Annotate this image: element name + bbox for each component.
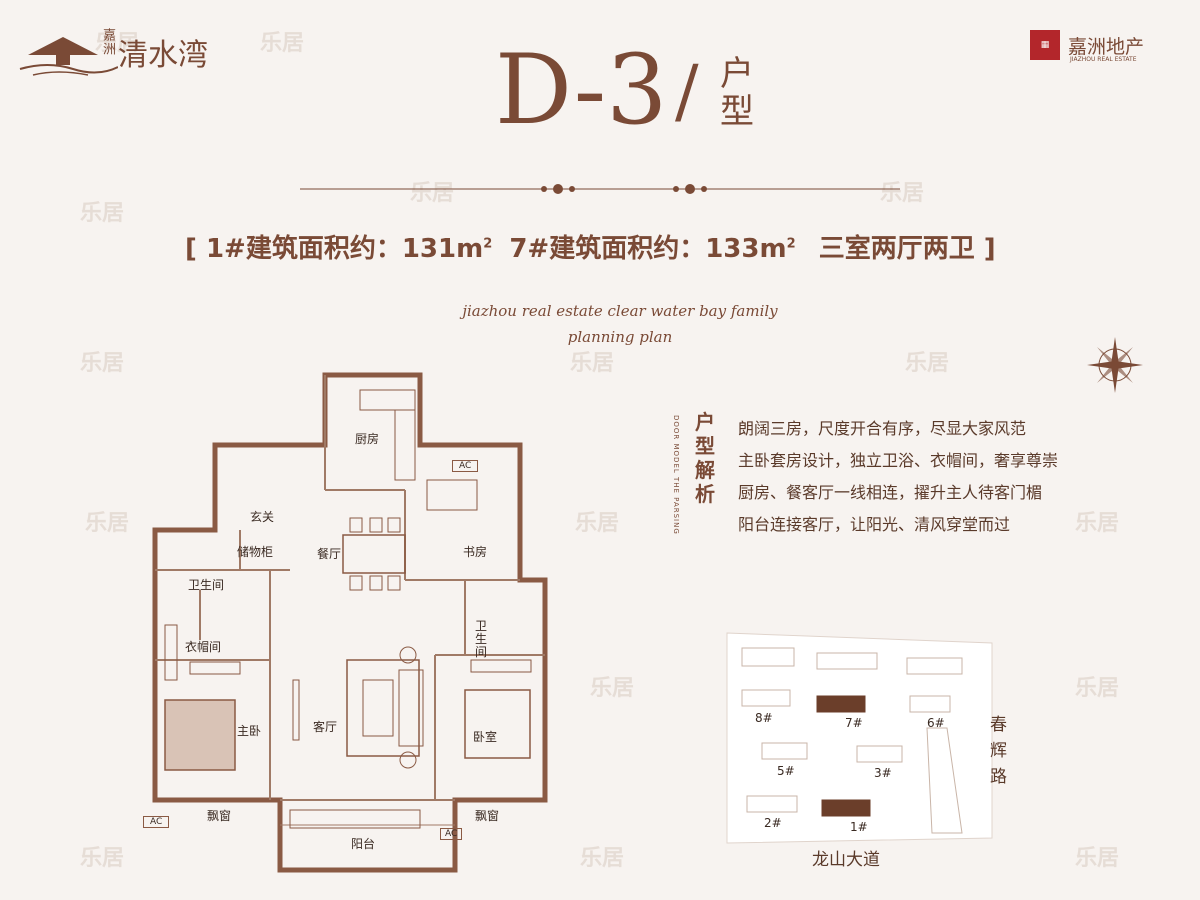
ac-unit: AC [143, 816, 170, 828]
building-7-area: 133 [705, 234, 760, 264]
building-8: 8# [755, 711, 773, 725]
room-storage: 储物柜 [237, 545, 274, 559]
developer-en: JIAZHOU REAL ESTATE [1070, 56, 1137, 63]
feature-item: 厨房、餐客厅一线相连，擢升主人待客门楣 [738, 483, 1043, 502]
building-5: 5# [777, 764, 795, 778]
room-entry: 玄关 [250, 510, 275, 524]
compass-icon [1087, 337, 1143, 393]
area-unit-sup: 2 [483, 236, 493, 252]
room-study: 书房 [463, 545, 488, 559]
area-info: [ 1#建筑面积约：131m2 7#建筑面积约：133m2 三室两厅两卫 ] [185, 228, 1015, 265]
seal-icon: ▦ [1030, 30, 1060, 60]
building-6: 6# [927, 716, 945, 730]
building-3: 3# [874, 766, 892, 780]
watermark: 乐居 [905, 351, 950, 376]
building-7-label: 7#建筑面积约： [509, 234, 706, 264]
watermark: 乐居 [570, 351, 615, 376]
watermark: 乐居 [1075, 676, 1120, 701]
area-unit: m [759, 234, 787, 264]
bracket-open: [ [185, 234, 197, 264]
watermark: 乐居 [1075, 511, 1120, 536]
road-chunhui: 春辉路 [990, 715, 1007, 787]
watermark: 乐居 [95, 31, 140, 56]
site-plan: 8# 7# 6# 5# 3# 2# 1# [722, 628, 1012, 853]
english-line-2: planning plan [567, 328, 673, 346]
ac-unit: AC [452, 460, 479, 472]
road-longshan: 龙山大道 [812, 850, 880, 870]
pavilion-icon [19, 37, 118, 76]
room-kitchen: 厨房 [355, 432, 380, 446]
feature-item: 主卧套房设计，独立卫浴、衣帽间，奢享尊崇 [738, 451, 1059, 470]
project-name: 清水湾 [118, 38, 208, 73]
english-subtitle: jiazhou real estate clear water bay fami… [430, 298, 810, 350]
ac-unit: AC [440, 828, 463, 840]
watermark: 乐居 [1075, 846, 1120, 871]
feature-item: 朗阔三房，尺度开合有序，尽显大家风范 [738, 419, 1027, 438]
watermark: 乐居 [80, 846, 125, 871]
analysis-title: 户型解析 [695, 410, 715, 506]
unit-code: D-3 [495, 34, 668, 146]
watermark: 乐居 [260, 31, 305, 56]
room-bath-1: 卫生间 [188, 578, 225, 592]
watermark: 乐居 [590, 676, 635, 701]
area-unit-sup: 2 [786, 236, 796, 252]
watermark: 乐居 [85, 511, 130, 536]
building-1-label: 1#建筑面积约： [205, 234, 402, 264]
layout-type: 三室两厅两卫 [818, 234, 975, 264]
feature-item: 阳台连接客厅，让阳光、清风穿堂而过 [738, 515, 1011, 534]
watermark: 乐居 [580, 846, 625, 871]
room-bay-window-1: 飘窗 [207, 809, 232, 823]
watermark: 乐居 [575, 511, 620, 536]
room-bath-2: 卫生间 [475, 619, 488, 659]
title-suffix: 户型 [720, 54, 754, 132]
watermark: 乐居 [80, 351, 125, 376]
ornament-divider [300, 184, 900, 194]
floor-plan: 厨房 玄关 餐厅 书房 储物柜 卫生间 卫生间 衣帽间 主卧 客厅 卧室 飘窗 … [125, 370, 565, 875]
room-dining: 餐厅 [317, 547, 342, 561]
watermark: 乐居 [80, 201, 125, 226]
watermark: 乐居 [410, 181, 455, 206]
area-unit: m [456, 234, 484, 264]
building-1: 1# [850, 820, 868, 834]
site-plan-map [726, 632, 993, 844]
bracket-close: ] [983, 234, 996, 264]
developer-logo: ▦ 嘉洲地产 JIAZHOU REAL ESTATE [1030, 30, 1190, 70]
developer-name: 嘉洲地产 [1068, 36, 1145, 58]
project-small-name: 嘉洲 [100, 28, 115, 56]
room-closet: 衣帽间 [185, 640, 222, 654]
english-line-1: jiazhou real estate clear water bay fami… [462, 302, 778, 320]
building-1-area: 131 [401, 234, 457, 264]
room-bedroom: 卧室 [473, 730, 498, 744]
title-slash: / [675, 50, 699, 132]
building-2: 2# [764, 816, 782, 830]
building-7: 7# [845, 716, 863, 730]
project-logo: 嘉洲 清水湾 [18, 20, 218, 80]
analysis-english: DOOR MODEL THE PARSING [672, 415, 680, 535]
watermark: 乐居 [880, 181, 925, 206]
room-balcony: 阳台 [351, 837, 376, 851]
room-bay-window-2: 飘窗 [475, 809, 500, 823]
room-living: 客厅 [313, 720, 338, 734]
floor-plan-walls [152, 372, 548, 873]
room-master-bedroom: 主卧 [237, 724, 262, 738]
